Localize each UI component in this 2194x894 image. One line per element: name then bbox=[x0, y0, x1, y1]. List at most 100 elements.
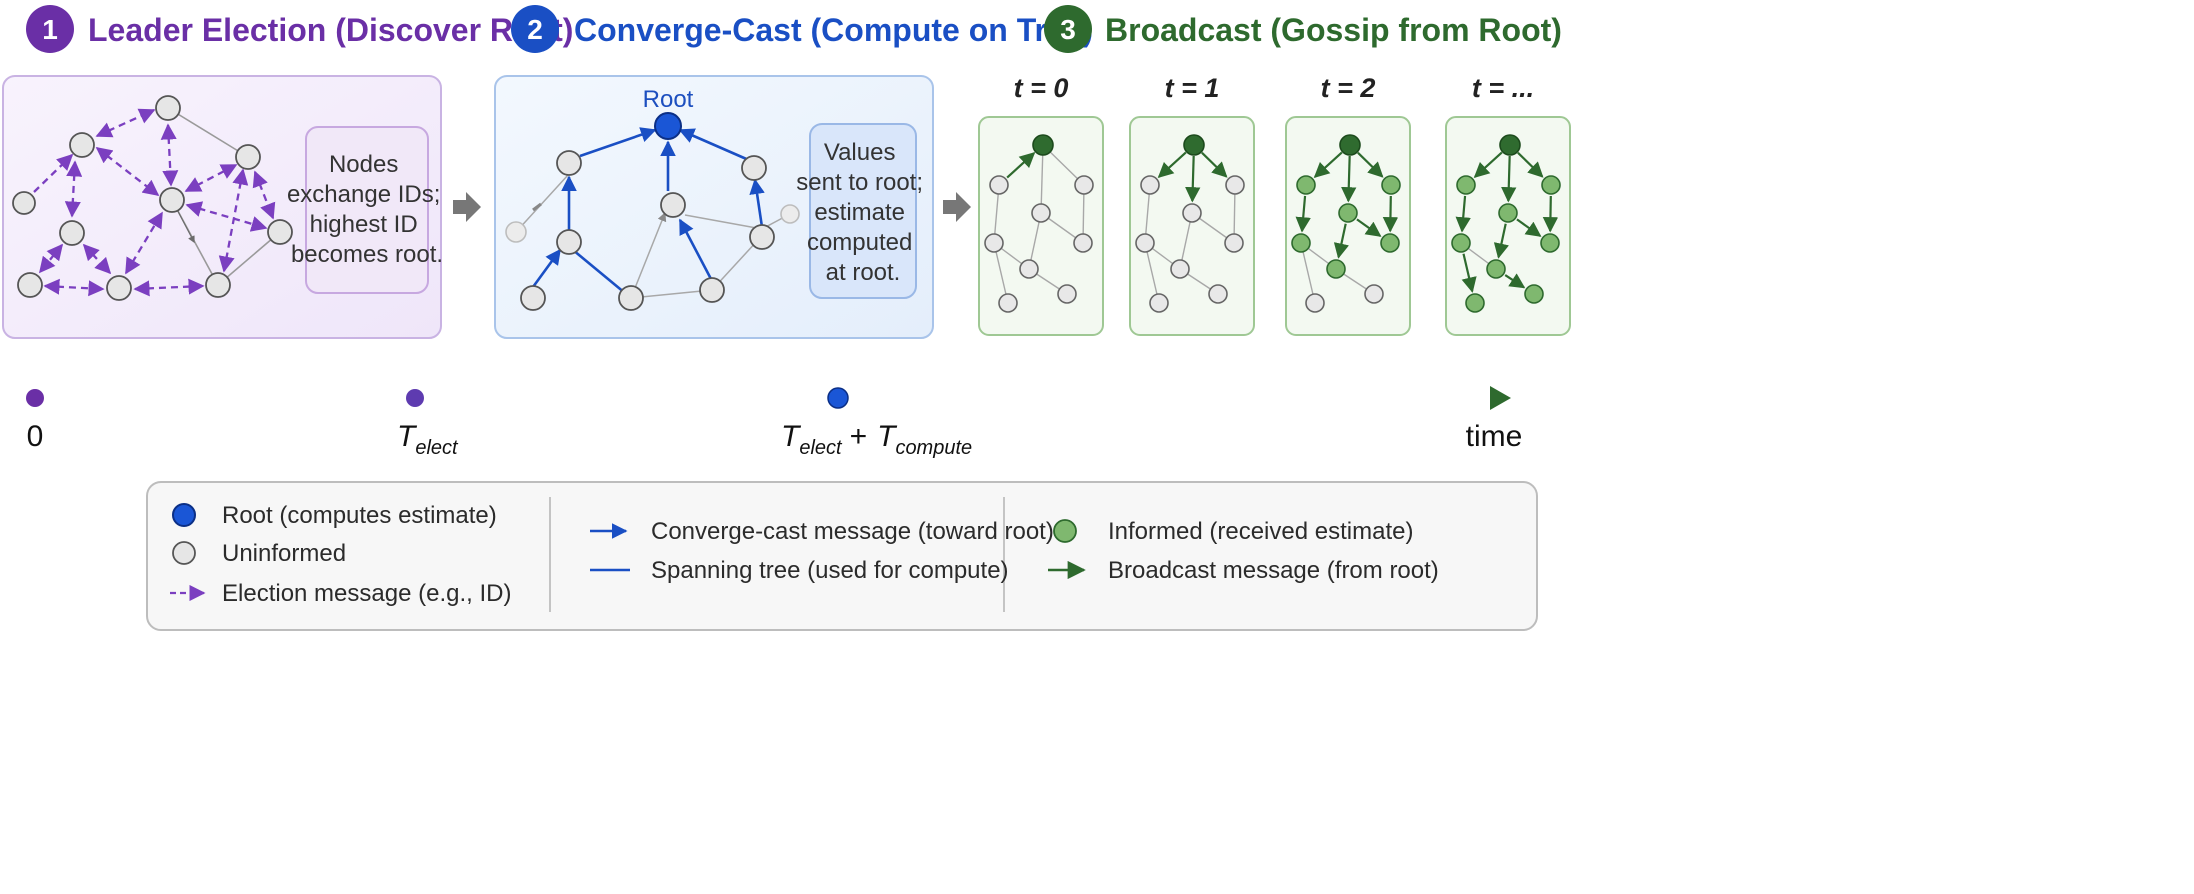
legend-uninformed-label: Uninformed bbox=[222, 540, 346, 567]
election-message bbox=[33, 153, 74, 193]
informed-node bbox=[1465, 293, 1485, 313]
broadcast-snapshots bbox=[978, 116, 1571, 336]
legend-election-label: Election message (e.g., ID) bbox=[222, 580, 511, 607]
uninformed-node bbox=[1073, 233, 1093, 253]
uninformed-node bbox=[159, 187, 185, 213]
uninformed-node bbox=[1225, 175, 1245, 195]
timeline-marker-start bbox=[26, 389, 44, 407]
broadcast-root-node bbox=[1183, 134, 1205, 156]
step-2-badge bbox=[511, 5, 559, 53]
step-label-tn: t = ... bbox=[1472, 73, 1534, 103]
panel-2-title: Converge-Cast (Compute on Tree) bbox=[574, 12, 1093, 48]
uninformed-node bbox=[1305, 293, 1325, 313]
legend-root-swatch bbox=[172, 503, 196, 527]
uninformed-node bbox=[69, 132, 95, 158]
informed-node bbox=[1338, 203, 1358, 223]
panel-leader-election: 1 Leader Election (Discover Root) Nodes … bbox=[2, 5, 573, 339]
uninformed-node bbox=[59, 220, 85, 246]
convergecast-message bbox=[678, 128, 752, 163]
step-1-number: 1 bbox=[42, 14, 58, 45]
edge bbox=[1144, 242, 1160, 304]
timeline: 0 Telect Telect+Tcompute time bbox=[26, 386, 1522, 459]
uninformed-node bbox=[1135, 233, 1155, 253]
informed-node bbox=[1498, 203, 1518, 223]
broadcast-message bbox=[1356, 218, 1382, 237]
uninformed-node bbox=[984, 233, 1004, 253]
panel-2-note: Values sent to root; estimate computed a… bbox=[796, 139, 929, 286]
step-label-t0: t = 0 bbox=[1014, 73, 1069, 103]
timeline-label-elect-compute: Telect+Tcompute bbox=[781, 420, 972, 459]
step-3-badge bbox=[1044, 5, 1092, 53]
broadcast-message bbox=[1333, 223, 1349, 259]
timeline-label-time: time bbox=[1466, 420, 1523, 453]
legend-box bbox=[146, 481, 1538, 631]
election-message bbox=[95, 108, 156, 138]
broadcast-snapshot bbox=[1285, 116, 1411, 336]
broadcast-root-node bbox=[1032, 134, 1054, 156]
edge bbox=[1040, 144, 1044, 214]
uninformed-node bbox=[989, 175, 1009, 195]
legend: Root (computes estimate) Uninformed Elec… bbox=[146, 481, 1538, 631]
panel-2-graph bbox=[505, 112, 800, 311]
snapshot-frame bbox=[978, 116, 1104, 336]
uninformed-node bbox=[660, 192, 686, 218]
panel-2-note-box bbox=[809, 123, 917, 299]
election-message bbox=[43, 278, 105, 297]
informed-node bbox=[1380, 233, 1400, 253]
broadcast-message bbox=[1493, 223, 1509, 259]
broadcast-message bbox=[1382, 195, 1399, 233]
legend-spanning-tree-label: Spanning tree (used for compute) bbox=[651, 557, 1009, 584]
edge bbox=[1300, 242, 1316, 304]
broadcast-message bbox=[1313, 151, 1343, 178]
broadcast-snapshot bbox=[978, 116, 1104, 336]
broadcast-message bbox=[1201, 151, 1228, 178]
broadcast-message bbox=[1473, 151, 1503, 178]
timeline-marker-compute bbox=[827, 387, 849, 409]
uninformed-node bbox=[1057, 284, 1077, 304]
faded-node bbox=[505, 221, 527, 243]
edge bbox=[993, 242, 1009, 304]
legend-convergecast-label: Converge-cast message (toward root) bbox=[651, 518, 1054, 545]
legend-uninformed-swatch bbox=[172, 541, 196, 565]
root-node bbox=[654, 112, 682, 140]
broadcast-snapshot bbox=[1445, 116, 1571, 336]
uninformed-node bbox=[155, 95, 181, 121]
broadcast-message bbox=[1461, 253, 1477, 293]
election-message bbox=[38, 243, 64, 274]
arrow-right-icon bbox=[453, 192, 481, 222]
panel-converge-cast: 2 Converge-Cast (Compute on Tree) Values… bbox=[494, 5, 1093, 339]
broadcast-message bbox=[1455, 195, 1471, 233]
legend-root-label: Root (computes estimate) bbox=[222, 502, 497, 529]
informed-node bbox=[1326, 259, 1346, 279]
panel-1-title: Leader Election (Discover Root) bbox=[88, 12, 573, 48]
step-label-t1: t = 1 bbox=[1165, 73, 1220, 103]
broadcast-message bbox=[1504, 273, 1526, 289]
broadcast-message bbox=[1157, 151, 1187, 178]
step-2-number: 2 bbox=[527, 14, 543, 45]
panel-1-graph bbox=[12, 95, 293, 301]
step-label-t2: t = 2 bbox=[1321, 73, 1376, 103]
broadcast-message bbox=[1542, 195, 1559, 233]
panel-3-title: Broadcast (Gossip from Root) bbox=[1105, 12, 1562, 48]
informed-node bbox=[1541, 175, 1561, 195]
convergecast-message bbox=[749, 178, 765, 228]
uninformed-node bbox=[267, 219, 293, 245]
convergecast-message bbox=[678, 218, 713, 280]
broadcast-root-node bbox=[1499, 134, 1521, 156]
broadcast-root-node bbox=[1339, 134, 1361, 156]
uninformed-node bbox=[741, 155, 767, 181]
step-1-badge bbox=[26, 5, 74, 53]
timeline-marker-elect bbox=[406, 389, 424, 407]
uninformed-node bbox=[235, 144, 261, 170]
timeline-label-elect: Telect bbox=[397, 420, 459, 459]
election-message bbox=[218, 168, 249, 273]
edge bbox=[167, 107, 249, 158]
uninformed-node bbox=[749, 224, 775, 250]
broadcast-message bbox=[1516, 218, 1542, 237]
broadcast-message bbox=[1517, 151, 1544, 178]
edge bbox=[630, 289, 713, 299]
edge bbox=[515, 174, 569, 233]
uninformed-node bbox=[520, 285, 546, 311]
legend-informed-swatch bbox=[1053, 519, 1077, 543]
step-3-number: 3 bbox=[1060, 14, 1076, 45]
